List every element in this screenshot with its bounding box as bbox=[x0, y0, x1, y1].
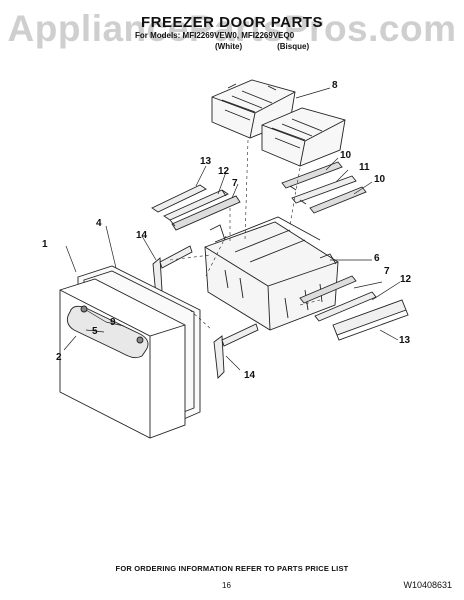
callout-number: 2 bbox=[56, 352, 62, 363]
callout-number: 5 bbox=[92, 326, 98, 337]
door-handle bbox=[66, 305, 149, 359]
document-number: W10408631 bbox=[403, 580, 452, 590]
model-list: For Models: MFI2269VEW0, MFI2269VEQ0 (Wh… bbox=[135, 31, 335, 51]
ordering-note: FOR ORDERING INFORMATION REFER TO PARTS … bbox=[115, 564, 349, 573]
callout-number: 14 bbox=[244, 370, 256, 381]
callout-number: 1 bbox=[42, 239, 48, 250]
right-lower-rails bbox=[299, 275, 409, 341]
callout-number: 10 bbox=[340, 150, 352, 161]
page-number: 16 bbox=[222, 581, 231, 590]
callout-number: 4 bbox=[96, 218, 102, 229]
callout-number: 12 bbox=[218, 166, 230, 177]
model-prefix: For Models: MFI2269VEW0, MFI2269VEQ0 bbox=[135, 31, 295, 40]
callout-number: 13 bbox=[399, 335, 411, 346]
callout-number: 12 bbox=[400, 274, 412, 285]
watermark: AppliancePartsPros.com bbox=[7, 8, 457, 49]
callout-number: 7 bbox=[232, 178, 238, 189]
callout-number: 7 bbox=[384, 266, 390, 277]
variant-bisque: (Bisque) bbox=[277, 42, 310, 51]
callout-number: 11 bbox=[359, 162, 370, 173]
callout-number: 10 bbox=[374, 174, 386, 185]
callout-number: 6 bbox=[374, 253, 380, 264]
guide-lines bbox=[169, 139, 321, 331]
right-upper-rails bbox=[281, 161, 367, 214]
callout-number: 8 bbox=[332, 80, 338, 91]
page-title: FREEZER DOOR PARTS bbox=[140, 14, 324, 31]
variant-white: (White) bbox=[215, 42, 243, 51]
leader-lines bbox=[63, 87, 401, 371]
callout-number: 14 bbox=[136, 230, 148, 241]
freezer-drawer-bin bbox=[204, 216, 339, 331]
upper-basket-2 bbox=[261, 107, 346, 167]
callout-number: 13 bbox=[200, 156, 212, 167]
upper-bracket-14 bbox=[152, 245, 193, 297]
lower-bracket-14 bbox=[213, 323, 259, 379]
left-upper-rails bbox=[151, 184, 241, 231]
callout-number: 9 bbox=[110, 317, 116, 328]
